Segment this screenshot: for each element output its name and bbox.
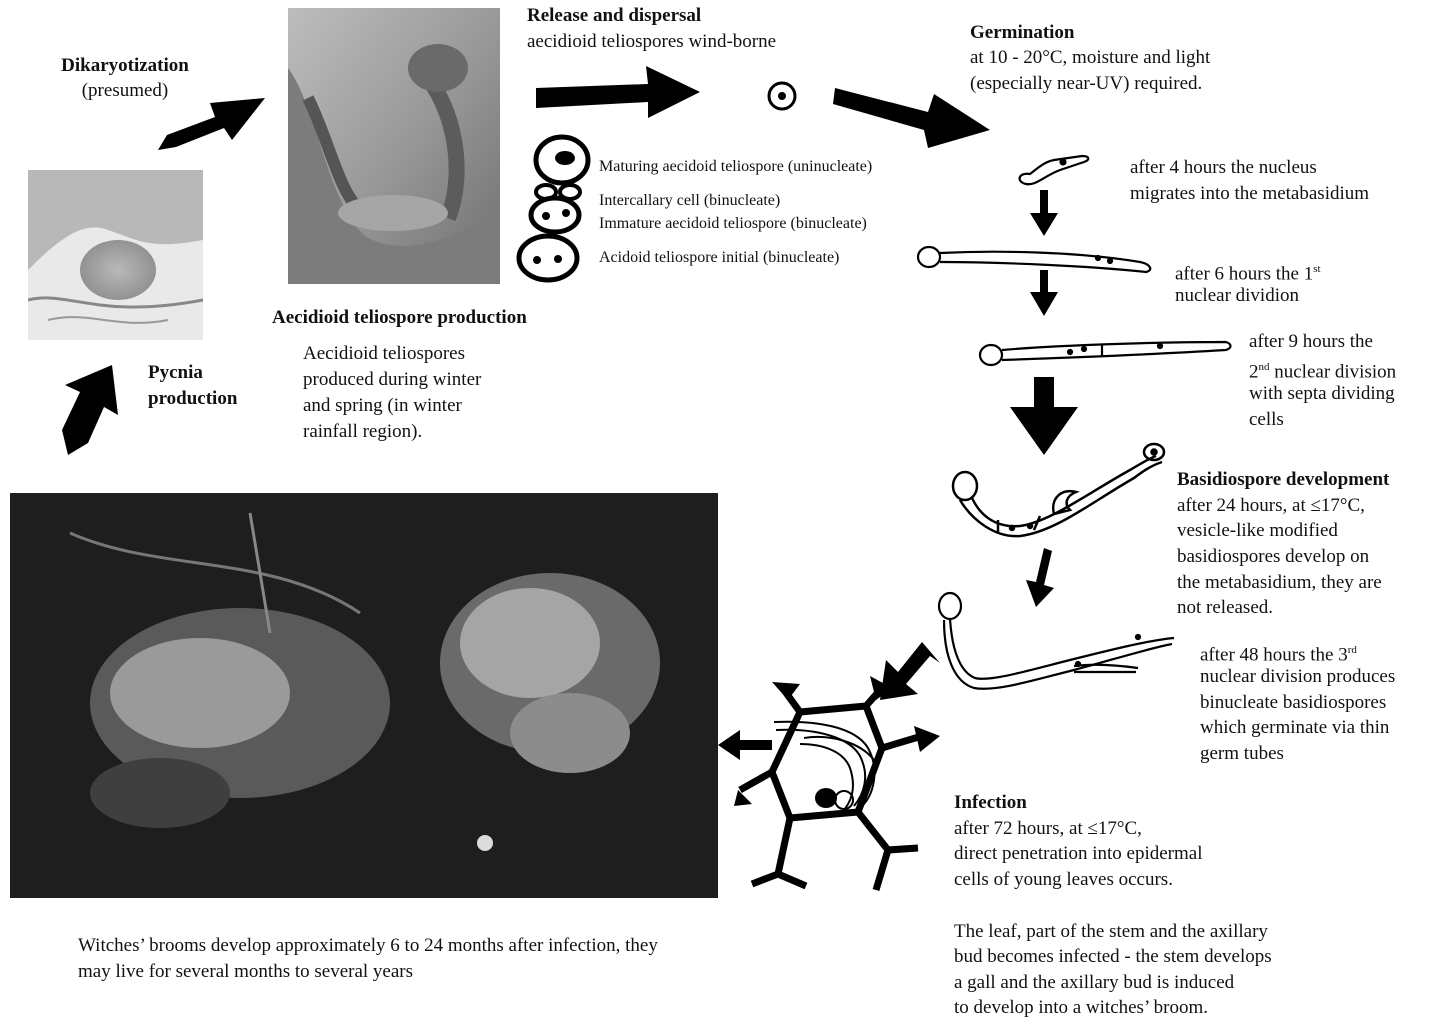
stage-48h-line-5: germ tubes: [1200, 743, 1284, 764]
arrow-down-big: [1010, 377, 1078, 455]
infection-nucleus: [815, 788, 837, 808]
stage-9h-line-4: cells: [1249, 409, 1284, 430]
germ-stage-48h: [937, 591, 1175, 690]
arrow-down-2: [1030, 270, 1058, 316]
label-immature: Immature aecidoid teliospore (binucleate…: [599, 215, 867, 232]
pycnia-photo: [28, 170, 203, 340]
arrow-release: [536, 66, 700, 118]
infection-title: Infection: [954, 792, 1027, 813]
aecidioid-body-1: Aecidioid teliospores: [303, 343, 465, 364]
stage-6h-line-1: after 6 hours the 1st: [1175, 263, 1321, 285]
aecidioid-body-4: rainfall region).: [303, 421, 423, 442]
basidiospore-body-4: the metabasidium, they are: [1177, 572, 1382, 593]
infection-body-1: after 72 hours, at ≤17°C,: [954, 818, 1142, 839]
stage-9h-line-1: after 9 hours the: [1249, 331, 1373, 352]
aecidioid-title: Aecidioid teliospore production: [272, 307, 527, 328]
arrow-down-3: [1026, 548, 1054, 607]
infection-cell-tips: [734, 676, 940, 806]
witches-broom-line-1: Witches’ brooms develop approximately 6 …: [78, 935, 658, 956]
stage-48h-line-3: binucleate basidiospores: [1200, 692, 1387, 713]
germ-stage-9h: [978, 340, 1232, 367]
germ-stage-24h: [951, 442, 1166, 538]
release-sub: aecidioid teliospores wind-borne: [527, 31, 777, 52]
stage-48h-line-2: nuclear division produces: [1200, 666, 1396, 687]
stage-48h-line-1: after 48 hours the 3rd: [1200, 644, 1357, 666]
arrow-to-infection: [880, 642, 940, 700]
infection-body-3: cells of young leaves occurs.: [954, 869, 1173, 890]
spore-chain: [516, 134, 591, 283]
label-initial: Acidoid teliospore initial (binucleate): [599, 249, 840, 266]
stage-9h-sup: nd: [1258, 361, 1270, 373]
stage-4h-line-2: migrates into the metabasidium: [1130, 183, 1370, 204]
germ-stage-6h: [916, 245, 1152, 274]
germination-line-2: (especially near-UV) required.: [970, 73, 1203, 94]
germ-stage-4h: [1018, 154, 1090, 186]
label-maturing: Maturing aecidoid teliospore (uninucleat…: [599, 158, 873, 175]
basidiospore-title: Basidiospore development: [1177, 469, 1390, 490]
pycnia-title-1: Pycnia: [148, 362, 203, 383]
dispersed-spore: [767, 81, 797, 111]
basidiospore-body-3: basidiospores develop on: [1177, 546, 1370, 567]
dikaryotization-sub: (presumed): [81, 80, 169, 101]
dikaryotization-title: Dikaryotization: [61, 55, 189, 76]
stage-48h-sup: rd: [1347, 644, 1357, 656]
release-title: Release and dispersal: [527, 5, 702, 26]
aecidioid-body-2: produced during winter: [303, 369, 482, 390]
germination-line-1: at 10 - 20°C, moisture and light: [970, 47, 1211, 68]
arrow-down-1: [1030, 190, 1058, 236]
arrow-to-witches-broom: [718, 730, 772, 760]
infection-hyphae: [773, 720, 876, 811]
infection-body2-1: The leaf, part of the stem and the axill…: [954, 921, 1268, 942]
stage-9h-line-3: with septa dividing: [1249, 383, 1395, 404]
aecidioid-body-3: and spring (in winter: [303, 395, 462, 416]
arrow-dikaryotization-to-aecidioid: [158, 98, 265, 150]
infection-cell-network: [738, 687, 924, 892]
infection-body2-4: to develop into a witches’ broom.: [954, 997, 1208, 1018]
aecidioid-photo: [288, 8, 500, 284]
basidiospore-body-1: after 24 hours, at ≤17°C,: [1177, 495, 1365, 516]
arrow-to-germination: [833, 88, 990, 148]
pycnia-title-2: production: [148, 388, 238, 409]
stage-6h-sup: st: [1313, 263, 1321, 275]
infection-body2-3: a gall and the axillary bud is induced: [954, 972, 1235, 993]
basidiospore-body-5: not released.: [1177, 597, 1274, 618]
label-intercalary: Intercallary cell (binucleate): [599, 192, 781, 209]
arrow-pycnia-to-dikaryotization: [62, 365, 118, 455]
stage-9h-line-2: 2nd nuclear division: [1249, 361, 1397, 383]
infection-body2-2: bud becomes infected - the stem develops: [954, 946, 1272, 967]
stage-6h-line-2: nuclear dividion: [1175, 285, 1299, 306]
basidiospore-body-2: vesicle-like modified: [1177, 520, 1338, 541]
infection-body-2: direct penetration into epidermal: [954, 843, 1203, 864]
stage-48h-line-4: which germinate via thin: [1200, 717, 1390, 738]
germination-title: Germination: [970, 22, 1075, 43]
stage-4h-line-1: after 4 hours the nucleus: [1130, 157, 1317, 178]
witches-broom-line-2: may live for several months to several y…: [78, 961, 414, 982]
witches-broom-photo: [10, 493, 718, 898]
